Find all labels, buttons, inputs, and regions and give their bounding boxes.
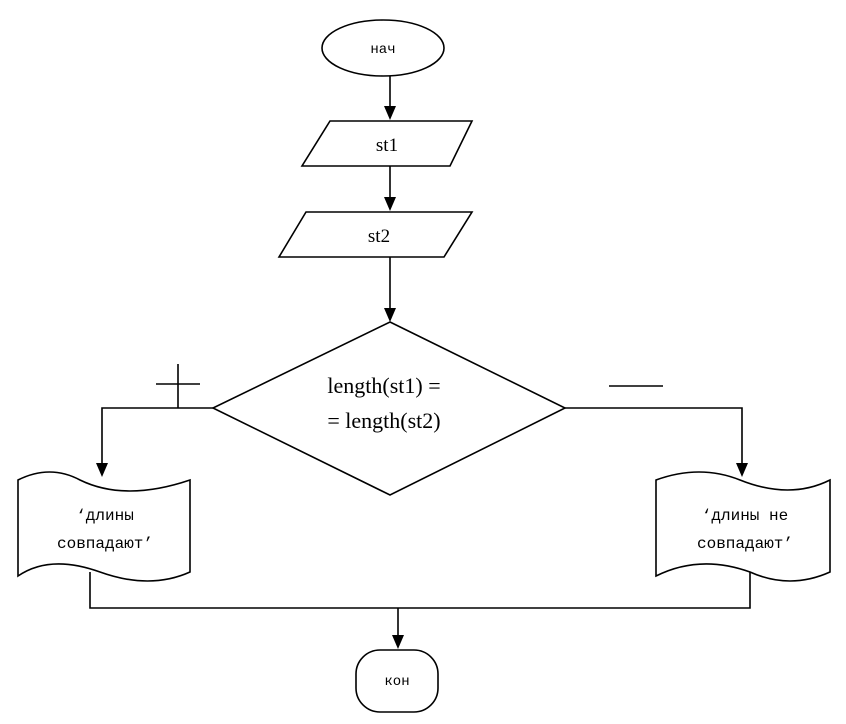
arrow-input1-to-input2 (384, 166, 396, 211)
yes-output-document (17, 471, 191, 582)
input1-node: st1 (300, 120, 474, 167)
start-node: нач (321, 19, 445, 77)
decision-diamond (211, 321, 567, 496)
end-label: кон (384, 674, 409, 690)
start-ellipse (321, 19, 445, 77)
decision-node: length(st1) = = length(st2) (211, 321, 567, 496)
input1-parallelogram (300, 120, 474, 167)
no-output-node: ‘длины не совпадают’ (655, 471, 831, 582)
yes-output-line1: ‘длины (76, 507, 134, 525)
arrow-input2-to-decision (384, 257, 396, 322)
input1-label: st1 (376, 135, 398, 156)
yes-branch-line (101, 407, 213, 463)
yes-branch (96, 364, 213, 477)
decision-line2: = length(st2) (327, 408, 440, 433)
start-label: нач (370, 42, 395, 58)
no-branch (565, 385, 748, 477)
no-branch-line (565, 407, 743, 463)
input2-label: st2 (368, 226, 390, 247)
decision-line1: length(st1) = (327, 373, 440, 398)
no-output-line1: ‘длины не (702, 507, 788, 525)
input2-node: st2 (277, 211, 474, 258)
no-output-document (655, 471, 831, 582)
merge-left-line (89, 572, 751, 609)
yes-output-line2: совпадают’ (57, 535, 153, 553)
yes-output-node: ‘длины совпадают’ (17, 471, 191, 582)
end-node: кон (355, 649, 439, 713)
merge-connector (89, 572, 751, 649)
yes-sign-plus (156, 364, 200, 408)
arrow-start-to-input1 (384, 76, 396, 120)
no-output-line2: совпадают’ (697, 535, 793, 553)
input2-parallelogram (277, 211, 474, 258)
end-rounded-rect (355, 649, 439, 713)
